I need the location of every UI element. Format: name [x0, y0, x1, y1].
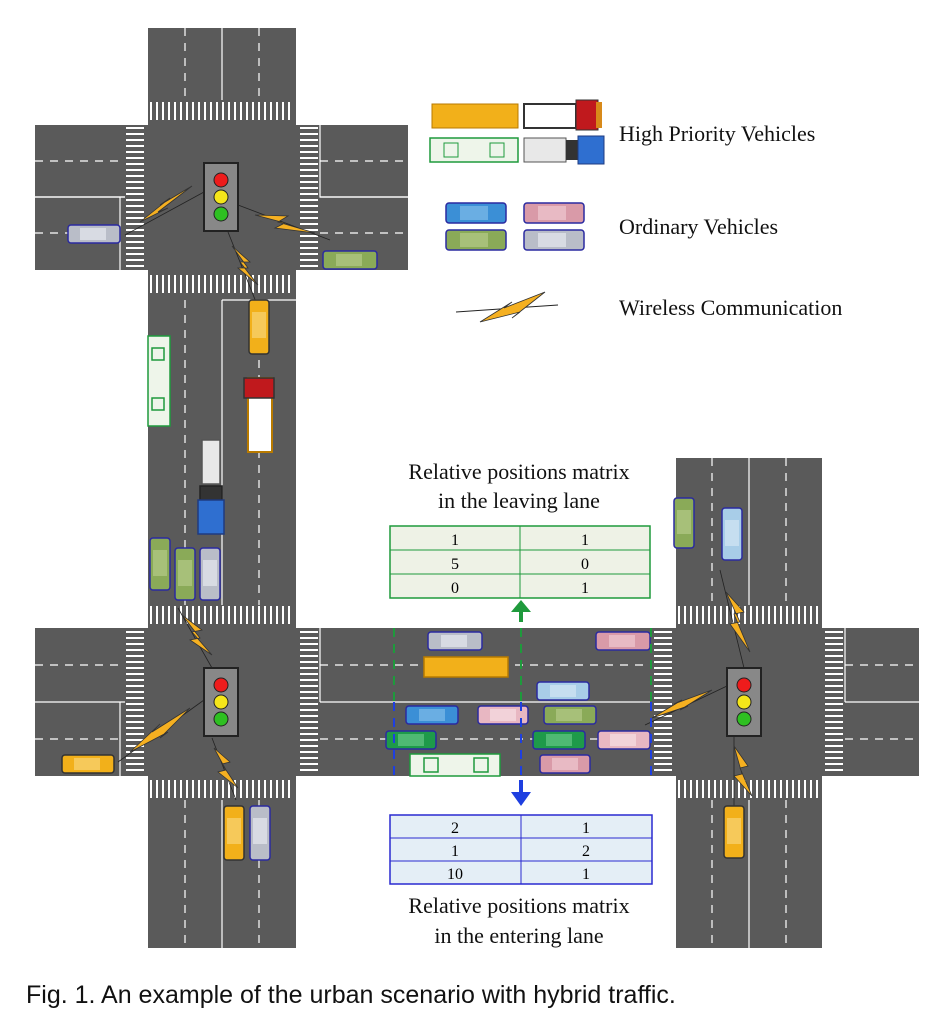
car-icon [723, 805, 745, 859]
school-bus-icon [431, 103, 519, 129]
car-icon [673, 497, 695, 549]
matrix-cell: 0 [581, 556, 589, 573]
car-icon [597, 730, 651, 750]
firetruck-icon [243, 377, 275, 453]
matrix-cell: 2 [582, 843, 590, 860]
leaving-matrix-title-2: in the leaving lane [438, 488, 600, 513]
matrix-cell: 1 [451, 843, 459, 860]
up-arrow-icon [511, 600, 531, 622]
car-icon [543, 705, 597, 725]
lightning-bolt-icon [177, 607, 213, 669]
car-icon [385, 730, 437, 750]
truck-icon [197, 439, 225, 535]
lightning-bolt-icon [237, 204, 331, 241]
lane-boundaries [393, 628, 652, 776]
matrix-cell: 1 [581, 532, 589, 549]
lightning-bolt-icon [644, 685, 728, 726]
lightning-bolt-icon [227, 231, 259, 303]
car-icon [536, 681, 590, 701]
lightning-bolt-icon [455, 291, 559, 323]
bus-icon [429, 137, 519, 163]
leaving-matrix: Relative positions matrix in the leaving… [389, 459, 651, 599]
car-icon [174, 547, 196, 601]
car-icon [539, 754, 591, 774]
matrix-cell: 10 [447, 866, 463, 883]
legend-wireless: Wireless Communication [619, 295, 842, 320]
matrix-cell: 1 [451, 532, 459, 549]
car-icon [477, 705, 529, 725]
lightning-bolt-icon [733, 736, 753, 808]
lightning-bolt-icon [124, 185, 205, 236]
car-icon [445, 202, 507, 224]
down-arrow-icon [511, 780, 531, 806]
entering-matrix-title-2: in the entering lane [434, 923, 603, 948]
car-icon [721, 507, 743, 561]
bus-icon [409, 753, 501, 777]
car-icon [249, 805, 271, 861]
figure-caption: Fig. 1. An example of the urban scenario… [26, 981, 676, 1009]
car-icon [523, 202, 585, 224]
car-icon [67, 224, 121, 244]
lightning-bolt-icon [719, 569, 751, 669]
matrix-cell: 1 [582, 820, 590, 837]
bus-icon [147, 335, 171, 427]
matrix-cell: 5 [451, 556, 459, 573]
car-icon [149, 537, 171, 591]
matrix-cell: 1 [582, 866, 590, 883]
entering-matrix-title-1: Relative positions matrix [408, 893, 629, 918]
lightning-bolt-icon [211, 737, 239, 801]
car-icon [427, 631, 483, 651]
matrix-cell: 0 [451, 580, 459, 597]
legend-ordinary: Ordinary Vehicles [619, 214, 778, 239]
car-icon [595, 631, 651, 651]
traffic-light-icon [203, 667, 239, 737]
wireless-links [117, 185, 753, 808]
car-icon [405, 705, 459, 725]
car-icon [223, 805, 245, 861]
matrix-cell: 2 [451, 820, 459, 837]
matrix-cell: 1 [581, 580, 589, 597]
leaving-matrix-title-1: Relative positions matrix [408, 459, 629, 484]
car-icon [445, 229, 507, 251]
traffic-light-icon [203, 162, 239, 232]
car-icon [199, 547, 221, 601]
vehicles [61, 224, 745, 861]
car-icon [248, 299, 270, 355]
lightning-bolt-icon [117, 699, 205, 763]
bus-icon [423, 656, 509, 678]
firetruck-icon [523, 99, 602, 131]
traffic-light-icon [726, 667, 762, 737]
truck-icon [523, 135, 605, 165]
car-icon [532, 730, 586, 750]
entering-matrix: 2 1 1 2 10 1 Relative positions matrix i… [389, 814, 653, 948]
car-icon [322, 250, 378, 270]
car-icon [523, 229, 585, 251]
legend: High Priority Vehicles Ordinary Vehicles… [429, 99, 842, 323]
legend-high-priority: High Priority Vehicles [619, 121, 815, 146]
crosswalks [126, 102, 843, 798]
car-icon [61, 754, 115, 774]
